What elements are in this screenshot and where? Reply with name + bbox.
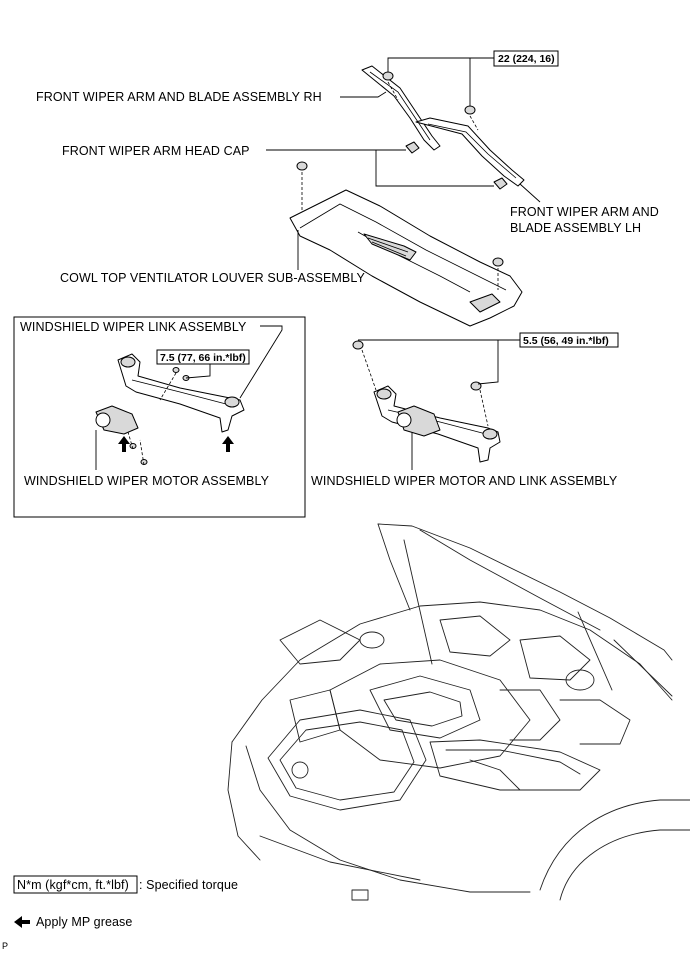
label-motor-link-assy: WINDSHIELD WIPER MOTOR AND LINK ASSEMBLY [311,474,618,488]
wiper-arm-rh [361,65,441,151]
legend-torque-desc: : Specified torque [139,878,238,892]
torque-box-motor-link: 5.5 (56, 49 in.*lbf) [519,332,619,348]
torque-motor-link-bolt: 5.5 (56, 49 in.*lbf) [523,335,609,347]
corner-mark: P [2,941,8,951]
grease-arrow-icon [14,916,30,928]
label-arm-lh-2: BLADE ASSEMBLY LH [510,221,641,235]
cowl-louver [289,161,523,327]
arm-head-caps [405,141,508,190]
label-link-assy: WINDSHIELD WIPER LINK ASSEMBLY [20,320,247,334]
arm-nut-lh [464,105,476,115]
torque-box-arm: 22 (224, 16) [493,50,559,67]
torque-link-bolt: 7.5 (77, 66 in.*lbf) [160,352,246,364]
label-arm-lh-1: FRONT WIPER ARM AND [510,205,659,219]
wiper-link-inset [95,353,245,465]
legend: N*m (kgf*cm, ft.*lbf) : Specified torque… [2,875,238,951]
legend-torque-box [13,875,138,894]
cowl-clip-left [296,161,308,171]
wiper-arm-lh [415,105,525,187]
link-pivot-right [224,396,240,408]
motor-link-assembly [352,340,501,463]
emblem [291,761,309,779]
motor-inset [95,405,139,435]
label-motor-assy: WINDSHIELD WIPER MOTOR ASSEMBLY [24,474,270,488]
grease-arrow-1 [118,436,130,452]
legend-grease: Apply MP grease [36,915,132,929]
grease-arrow-2 [222,436,234,452]
cowl-clip-right [492,257,504,267]
label-head-cap: FRONT WIPER ARM HEAD CAP [62,144,250,158]
leader-lines [95,57,541,470]
label-arm-rh: FRONT WIPER ARM AND BLADE ASSEMBLY RH [36,90,322,104]
legend-torque-unit: N*m (kgf*cm, ft.*lbf) [17,878,129,892]
arm-nut-rh [382,71,394,81]
label-cowl: COWL TOP VENTILATOR LOUVER SUB-ASSEMBLY [60,271,365,285]
torque-box-link: 7.5 (77, 66 in.*lbf) [156,349,250,365]
vehicle-engine-bay [227,523,690,901]
link-pivot-left [120,356,136,368]
torque-arm-nut: 22 (224, 16) [498,53,555,65]
